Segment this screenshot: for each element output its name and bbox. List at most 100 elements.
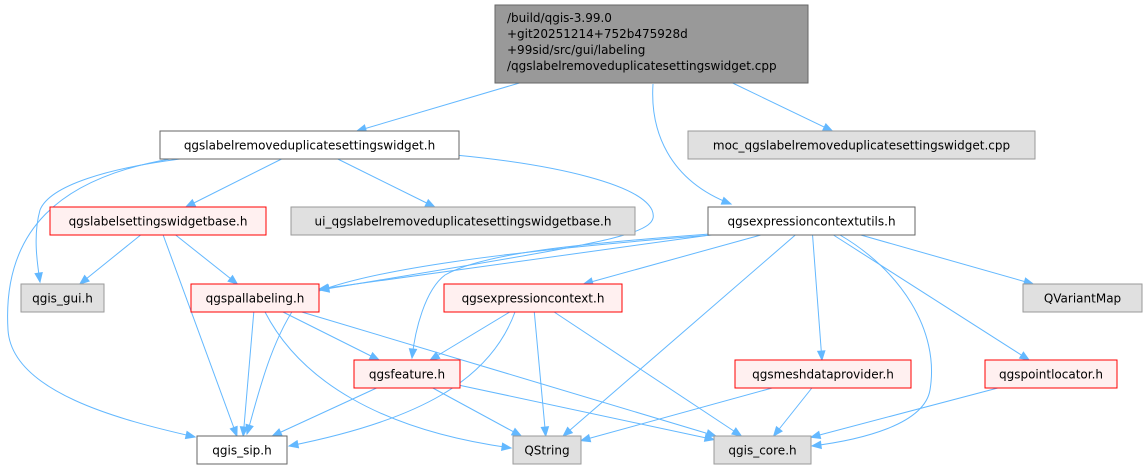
node-moc_cpp[interactable]: moc_qgslabelremoveduplicatesettingswidge…	[687, 130, 1036, 160]
edge-line	[411, 233, 711, 359]
node-pallabeling_h[interactable]: qgspallabeling.h	[190, 283, 320, 313]
node-mesh_h[interactable]: qgsmeshdataprovider.h	[734, 359, 912, 389]
edge-arrowhead	[705, 429, 718, 438]
edge-arrowhead	[227, 274, 239, 285]
edge-exprutils_h-to-core_h	[810, 234, 932, 450]
node-qstring[interactable]: QString	[512, 435, 582, 465]
edge-widget_h-to-base_h	[184, 158, 282, 208]
node-base_h[interactable]: qgslabelsettingswidgetbase.h	[49, 206, 267, 236]
node-gui_h[interactable]: qgis_gui.h	[20, 283, 105, 313]
edge-arrowhead	[810, 440, 822, 450]
edge-arrowhead	[368, 351, 381, 361]
edge-arrowhead	[1018, 351, 1031, 361]
edge-mesh_h-to-qstring	[579, 387, 773, 443]
edge-widget_h-to-sip_h	[7, 158, 197, 440]
edge-line	[860, 234, 1034, 285]
node-sip_h[interactable]: qgis_sip.h	[196, 435, 288, 465]
node-box	[353, 359, 461, 389]
node-qvariantmap[interactable]: QVariantMap	[1022, 283, 1143, 313]
node-box	[687, 130, 1036, 160]
node-box	[707, 206, 916, 236]
edge-arrowhead	[720, 196, 733, 205]
edge-line	[318, 234, 711, 290]
edge-line	[356, 82, 520, 132]
edge-exprutils_h-to-qvariantmap	[860, 234, 1035, 286]
edge-pallabeling_h-to-sip_h	[239, 311, 255, 438]
node-label-line: qgis_core.h	[728, 444, 796, 458]
edge-base_h-to-pallabeling_h	[175, 234, 239, 285]
node-ui_h[interactable]: ui_qgslabelremoveduplicatesettingswidget…	[290, 206, 636, 236]
edge-line	[175, 234, 238, 285]
node-box	[190, 283, 320, 313]
node-feature_h[interactable]: qgsfeature.h	[353, 359, 461, 389]
node-box	[49, 206, 267, 236]
edge-feature_h-to-core_h	[459, 384, 716, 442]
edge-arrowhead	[821, 122, 834, 132]
edge-base_h-to-gui_h	[78, 234, 141, 285]
edge-arrowhead	[703, 433, 716, 442]
node-label-line: qgslabelremoveduplicatesettingswidget.h	[184, 139, 435, 153]
edge-root-to-widget_h	[355, 82, 520, 133]
edge-line	[432, 387, 522, 437]
edge-arrowhead	[579, 433, 592, 443]
node-exprutils_h[interactable]: qgsexpressioncontextutils.h	[707, 206, 916, 236]
edge-pallabeling_h-to-feature_h	[282, 311, 381, 361]
node-label-line: /build/qgis-3.99.0	[507, 11, 612, 25]
edge-line	[533, 311, 547, 437]
edge-arrowhead	[34, 271, 43, 284]
edge-arrowhead	[540, 426, 550, 438]
node-label-line: qgsmeshdataprovider.h	[752, 368, 894, 382]
edge-line	[264, 311, 512, 449]
edge-pallabeling_h-to-qstring	[264, 311, 513, 452]
edge-widget_h-to-gui_h	[34, 158, 181, 284]
edge-exprutils_h-to-mesh_h	[812, 234, 826, 362]
edge-arrowhead	[809, 430, 822, 439]
nodes-layer: /build/qgis-3.99.0 +git20251214+752b47592…	[20, 4, 1143, 465]
edge-pallabeling_h-to-core_h	[301, 311, 718, 438]
node-pointloc_h[interactable]: qgspointlocator.h	[984, 359, 1118, 389]
edge-arrowhead	[184, 198, 197, 208]
node-label-line: qgsexpressioncontext.h	[462, 292, 605, 306]
edge-exprutils_h-to-feature_h	[408, 233, 711, 360]
node-box	[734, 359, 912, 389]
edge-feature_h-to-qstring	[432, 387, 523, 437]
node-label-line: qgis_sip.h	[212, 444, 271, 458]
edge-line	[732, 82, 833, 132]
edge-exprctx_h-to-sip_h	[287, 311, 516, 449]
node-box	[984, 359, 1118, 389]
edge-arrowhead	[731, 427, 743, 437]
edge-line	[812, 234, 823, 361]
edge-line	[429, 311, 511, 361]
edge-line	[282, 311, 380, 361]
edge-exprutils_h-to-pointloc_h	[833, 234, 1031, 361]
node-root[interactable]: /build/qgis-3.99.0 +git20251214+752b47592…	[494, 4, 809, 84]
node-box	[494, 4, 809, 84]
edge-exprctx_h-to-feature_h	[429, 311, 511, 361]
edge-line	[652, 83, 732, 205]
edge-line	[562, 234, 796, 437]
node-label-line: +99sid/src/gui/labeling	[507, 43, 645, 57]
node-exprctx_h[interactable]: qgsexpressioncontext.h	[443, 283, 623, 313]
edge-line	[185, 158, 282, 208]
edge-arrowhead	[562, 426, 574, 437]
edge-root-to-exprutils_h	[652, 83, 733, 205]
edge-line	[246, 234, 713, 435]
node-core_h[interactable]: qgis_core.h	[713, 435, 812, 465]
node-label-line: QVariantMap	[1044, 292, 1121, 306]
node-widget_h[interactable]: qgslabelremoveduplicatesettingswidget.h	[159, 130, 460, 160]
edge-line	[580, 387, 773, 442]
node-label-line: +git20251214+752b475928d	[507, 27, 688, 41]
edge-line	[288, 311, 516, 447]
edge-arrowhead	[772, 425, 783, 438]
edge-arrowhead	[239, 426, 249, 438]
node-box	[159, 130, 460, 160]
edge-arrowhead	[424, 198, 436, 208]
edge-line	[553, 311, 742, 437]
edge-line	[833, 234, 1030, 361]
node-label-line: moc_qgslabelremoveduplicatesettingswidge…	[713, 139, 1010, 153]
node-box	[443, 283, 623, 313]
node-label-line: ui_qgslabelremoveduplicatesettingswidget…	[315, 215, 612, 229]
edge-arrowhead	[78, 274, 90, 285]
edge-exprutils_h-to-pallabeling_h	[317, 234, 711, 293]
edge-line	[773, 387, 813, 437]
